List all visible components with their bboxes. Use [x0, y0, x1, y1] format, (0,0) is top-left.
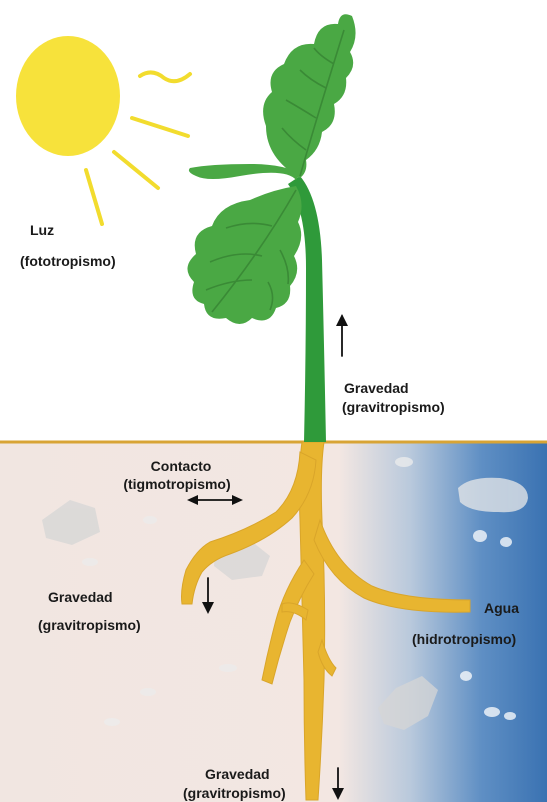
pebble — [484, 707, 500, 717]
sun — [16, 36, 120, 156]
gravity-root-bottom-tropism-label: (gravitropismo) — [183, 785, 286, 802]
gravity-shoot-label: Gravedad — [344, 380, 409, 397]
gravity-root-left-tropism-label: (gravitropismo) — [38, 617, 141, 634]
pebble — [104, 718, 120, 726]
pebble — [140, 688, 156, 696]
pebble — [395, 457, 413, 467]
pebble — [500, 537, 512, 547]
contact-tropism-label: (tigmotropismo) — [104, 476, 250, 493]
gravity-shoot-tropism-label: (gravitropismo) — [342, 399, 445, 416]
light-label: Luz — [30, 222, 54, 239]
water-label: Agua — [484, 600, 519, 617]
contact-label: Contacto — [118, 458, 244, 475]
light-tropism-label: (fototropismo) — [20, 253, 116, 270]
pebble — [143, 516, 157, 524]
pebble — [82, 558, 98, 566]
side-leaf — [189, 164, 300, 180]
arrow-up-shoot — [336, 314, 348, 356]
leaves — [187, 14, 355, 324]
water-tropism-label: (hidrotropismo) — [412, 631, 516, 648]
pebble — [460, 671, 472, 681]
lower-leaf — [187, 186, 301, 324]
pebble — [219, 664, 237, 672]
pebble — [473, 530, 487, 542]
gravity-root-left-label: Gravedad — [48, 589, 113, 606]
pebble — [504, 712, 516, 720]
gravity-root-bottom-label: Gravedad — [205, 766, 270, 783]
